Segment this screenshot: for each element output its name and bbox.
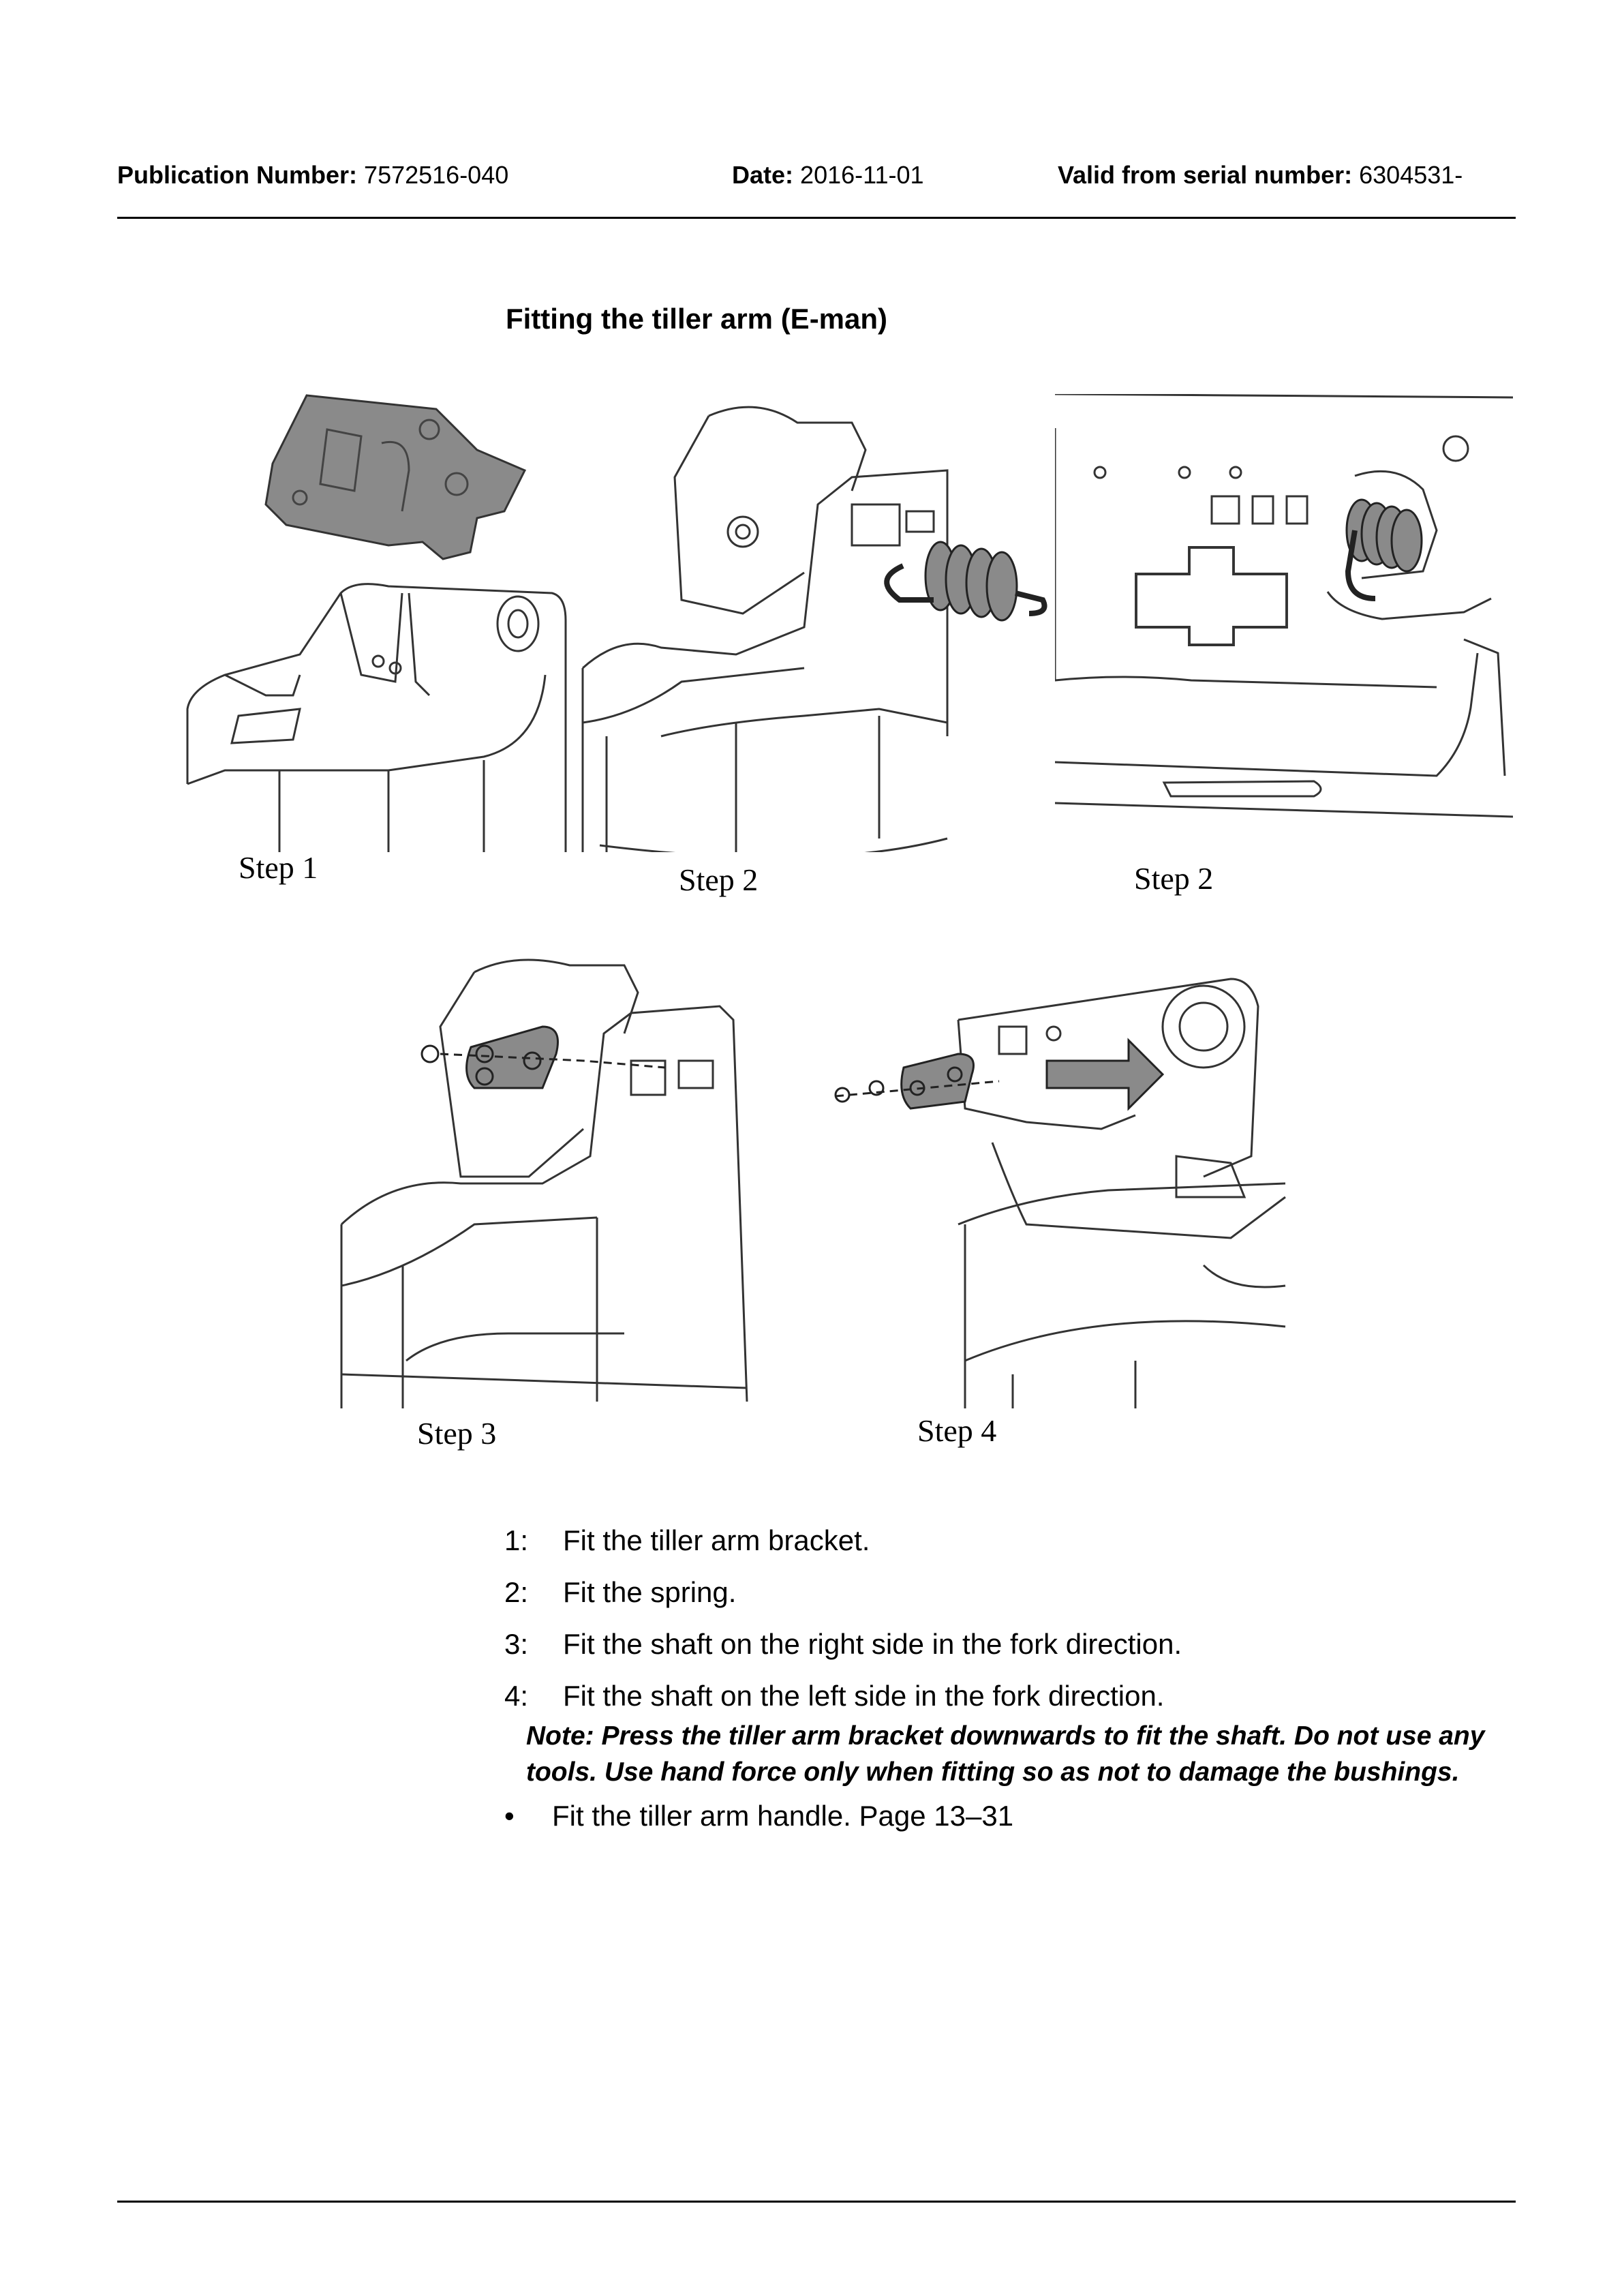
caption-step-2a: Step 2 <box>679 862 759 897</box>
step-number: 2: <box>504 1576 529 1608</box>
step-2b-illustration <box>1055 394 1513 818</box>
step-number: 4: <box>504 1680 529 1712</box>
figure-step-3 <box>338 952 822 1408</box>
page-header: Publication Number: 7572516-040 Date: 20… <box>117 161 1516 202</box>
publication-number: Publication Number: 7572516-040 <box>117 161 508 190</box>
publication-date: Date: 2016-11-01 <box>732 161 924 190</box>
serial-label: Valid from serial number: <box>1058 161 1353 189</box>
step-1-illustration <box>186 394 567 852</box>
figure-step-4 <box>822 952 1289 1408</box>
caption-step-1: Step 1 <box>239 850 318 885</box>
figure-step-2a <box>579 395 1050 852</box>
date-value: 2016-11-01 <box>800 161 924 189</box>
note-text: Note: Press the tiller arm bracket downw… <box>526 1721 1485 1787</box>
caption-step-4: Step 4 <box>917 1413 997 1448</box>
step-text: Fit the shaft on the left side in the fo… <box>563 1680 1165 1712</box>
bullet-symbol: • <box>504 1800 515 1832</box>
list-item: 1: Fit the tiller arm bracket. <box>504 1524 1540 1576</box>
step-4-illustration <box>834 978 1286 1408</box>
step-text: Fit the shaft on the right side in the f… <box>563 1628 1182 1660</box>
footer-rule <box>117 2201 1516 2203</box>
list-item: 4: Fit the shaft on the left side in the… <box>504 1680 1540 1732</box>
list-item: 2: Fit the spring. <box>504 1576 1540 1628</box>
figure-step-2b <box>1055 394 1513 844</box>
publication-value: 7572516-040 <box>364 161 509 189</box>
section-title: Fitting the tiller arm (E-man) <box>506 303 888 335</box>
step-2a-illustration <box>581 406 1047 852</box>
step-number: 1: <box>504 1524 529 1556</box>
step-text: Fit the spring. <box>563 1576 737 1608</box>
publication-label: Publication Number: <box>117 161 358 189</box>
caption-step-2b: Step 2 <box>1134 861 1214 896</box>
step-number: 3: <box>504 1628 529 1660</box>
header-rule <box>117 217 1516 219</box>
date-label: Date: <box>732 161 794 189</box>
valid-serial: Valid from serial number: 6304531- <box>1058 161 1463 190</box>
list-item: 3: Fit the shaft on the right side in th… <box>504 1628 1540 1680</box>
step-text: Fit the tiller arm bracket. <box>563 1524 870 1556</box>
figure-step-1 <box>184 389 572 852</box>
bullet-text: Fit the tiller arm handle. Page 13–31 <box>552 1800 1014 1832</box>
serial-value: 6304531- <box>1359 161 1463 189</box>
step-3-illustration <box>340 958 748 1408</box>
step-list: 1: Fit the tiller arm bracket. 2: Fit th… <box>504 1524 1540 1732</box>
caption-step-3: Step 3 <box>417 1416 497 1451</box>
